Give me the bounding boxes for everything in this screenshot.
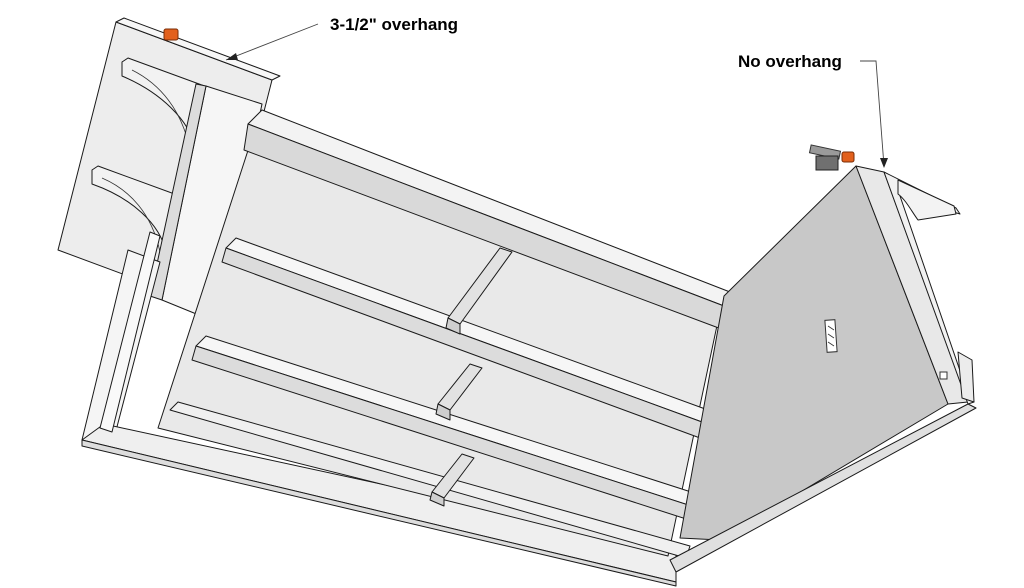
face-frame-bottom-lip bbox=[81, 439, 677, 587]
right-corner-block bbox=[939, 371, 948, 380]
left-stile-post-side bbox=[149, 83, 207, 301]
callout-left-arrowhead bbox=[226, 53, 238, 60]
shelf-rail-3 bbox=[169, 401, 691, 559]
right-end-assembly bbox=[669, 144, 977, 573]
cross-brace-top bbox=[445, 247, 513, 335]
cross-brace-middle bbox=[435, 363, 483, 421]
callout-left: 3-1/2" overhang bbox=[225, 15, 458, 61]
left-back-panel-top-edge bbox=[115, 17, 281, 81]
face-frame-left-stile bbox=[99, 231, 161, 433]
right-lower-step bbox=[957, 351, 975, 403]
left-end-assembly bbox=[57, 17, 281, 323]
cross-brace-bottom bbox=[429, 453, 475, 507]
callout-right: No overhang bbox=[738, 52, 888, 168]
callout-left-leader bbox=[225, 23, 319, 61]
right-end-frame bbox=[883, 171, 975, 405]
front-face-frame bbox=[81, 231, 677, 587]
left-clamp bbox=[163, 28, 179, 41]
right-corbel bbox=[897, 179, 957, 221]
callout-right-text: No overhang bbox=[738, 52, 842, 71]
right-end-bottom-lip bbox=[669, 403, 977, 573]
callout-right-arrowhead bbox=[880, 158, 888, 168]
callout-right-leader bbox=[860, 60, 885, 167]
callout-left-text: 3-1/2" overhang bbox=[330, 15, 458, 34]
right-clamp bbox=[808, 144, 855, 171]
